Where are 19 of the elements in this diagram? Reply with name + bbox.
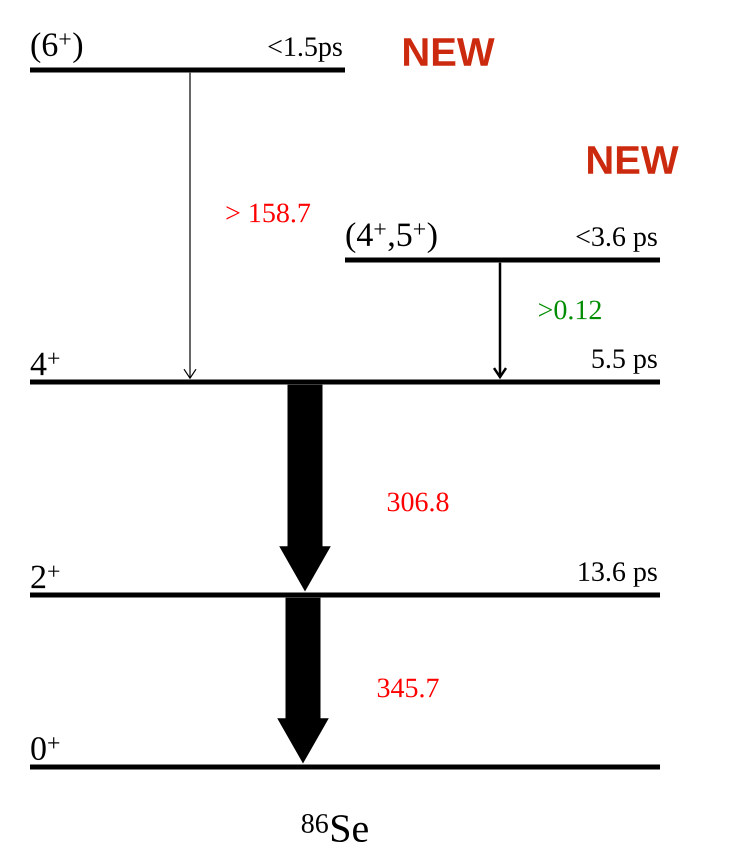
- energy-level: 0$^{+}$: [30, 737, 660, 770]
- nucleus-label: $^{86}$Se: [302, 814, 368, 842]
- node-label: (4$^{+}$,5$^{+}$): [346, 222, 437, 254]
- new-label: NEW: [588, 146, 679, 174]
- node-label: 0$^{+}$: [31, 737, 60, 760]
- lifetime-label: 5.5 ps: [592, 350, 657, 374]
- node-label: 4$^{+}$: [30, 352, 60, 376]
- new-label: NEW: [404, 38, 495, 66]
- arrow: [492, 262, 508, 380]
- arrow: [184, 72, 196, 380]
- edge-label: 306.8: [386, 492, 450, 513]
- node-label: 2$^{+}$: [31, 566, 60, 588]
- edge-label: > 158.7: [224, 202, 312, 224]
- node-label: (6$^{+}$): [31, 32, 82, 64]
- lifetime-label: <1.5ps: [268, 37, 342, 62]
- edge-label: >0.12: [536, 300, 604, 321]
- edge-label: 345.7: [376, 678, 440, 698]
- lifetime-label: 13.6 ps: [579, 562, 657, 587]
- lifetime-label: <3.6 ps: [576, 227, 657, 252]
